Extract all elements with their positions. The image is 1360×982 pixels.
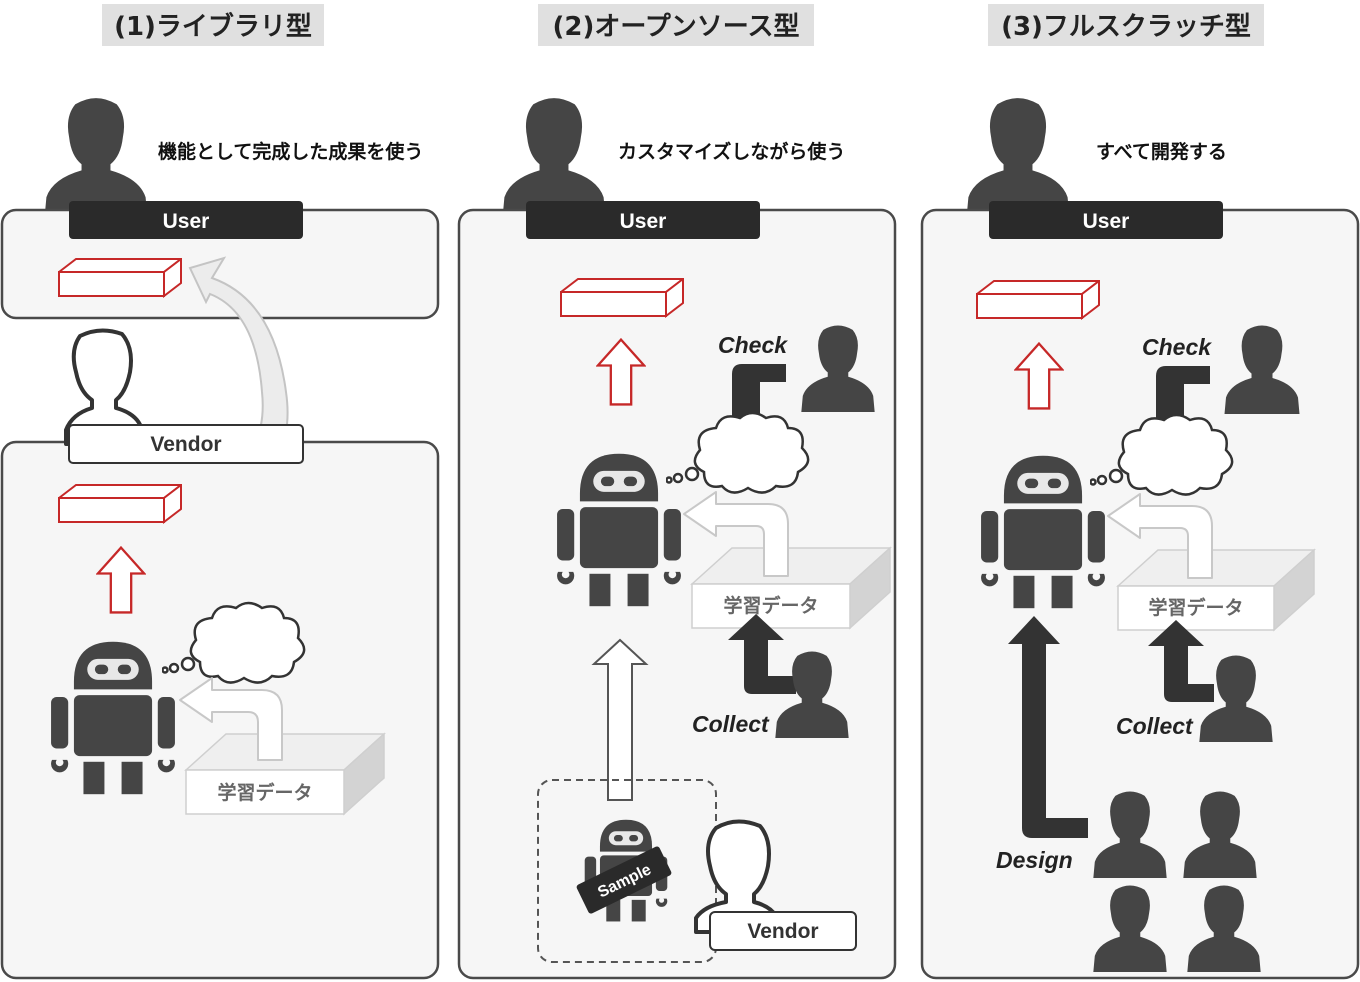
- vendor-label-bar: [709, 911, 857, 951]
- title-bg: [538, 4, 814, 46]
- bent-arrow: [179, 677, 283, 761]
- data-box-label: 学習データ: [723, 594, 818, 617]
- long-up-arrow: [591, 638, 649, 801]
- product-icon: [976, 280, 1100, 319]
- data-box-front: [691, 583, 851, 629]
- title-bg: [102, 4, 324, 46]
- column-title: (3)フルスクラッチ型: [1001, 12, 1251, 42]
- design-arrow: [1008, 616, 1088, 838]
- bent-arrow: [1107, 493, 1213, 579]
- user-label-bar: [526, 201, 760, 239]
- column-full-scratch: (3)フルスクラッチ型 すべて開発する User Check 学習データ Col…: [920, 4, 1360, 980]
- title-bg: [988, 4, 1264, 46]
- user-label-bar: [989, 201, 1223, 239]
- column-library: (1)ライブラリ型 機能として完成した成果を使う User Vendor 学習デ…: [0, 4, 440, 980]
- column-caption: 機能として完成した成果を使う: [158, 140, 423, 163]
- check-label: Check: [718, 332, 788, 358]
- vendor-person-icon: [694, 819, 778, 934]
- product-icon: [58, 484, 182, 523]
- collect-arrow: [728, 614, 796, 694]
- data-box-label: 学習データ: [1148, 596, 1243, 619]
- check-label: Check: [1142, 334, 1212, 360]
- vendor-label-bar: [68, 424, 304, 464]
- collect-label: Collect: [1116, 713, 1194, 739]
- column-caption: すべて開発する: [1096, 140, 1227, 163]
- column-open-source: (2)オープンソース型 カスタマイズしながら使う User Check 学習デー…: [457, 4, 897, 980]
- vendor-label: Vendor: [150, 433, 221, 456]
- vendor-label: Vendor: [747, 920, 818, 943]
- sample-dashed-frame: [537, 779, 717, 963]
- product-icon: [560, 278, 684, 317]
- collect-label: Collect: [692, 711, 770, 737]
- column-title: (1)ライブラリ型: [114, 11, 312, 42]
- column-caption: カスタマイズしながら使う: [618, 140, 845, 163]
- user-label: User: [163, 210, 210, 233]
- user-label: User: [1083, 210, 1130, 233]
- bent-arrow: [683, 491, 789, 577]
- user-label-bar: [69, 201, 303, 239]
- data-box-label: 学習データ: [217, 781, 312, 804]
- design-label: Design: [996, 847, 1073, 873]
- product-icon: [58, 258, 182, 297]
- collect-arrow: [1148, 620, 1214, 702]
- user-label: User: [620, 210, 667, 233]
- data-box-front: [185, 769, 345, 815]
- data-box-front: [1117, 585, 1275, 631]
- column-title: (2)オープンソース型: [553, 12, 800, 42]
- vendor-person-icon: [64, 328, 144, 446]
